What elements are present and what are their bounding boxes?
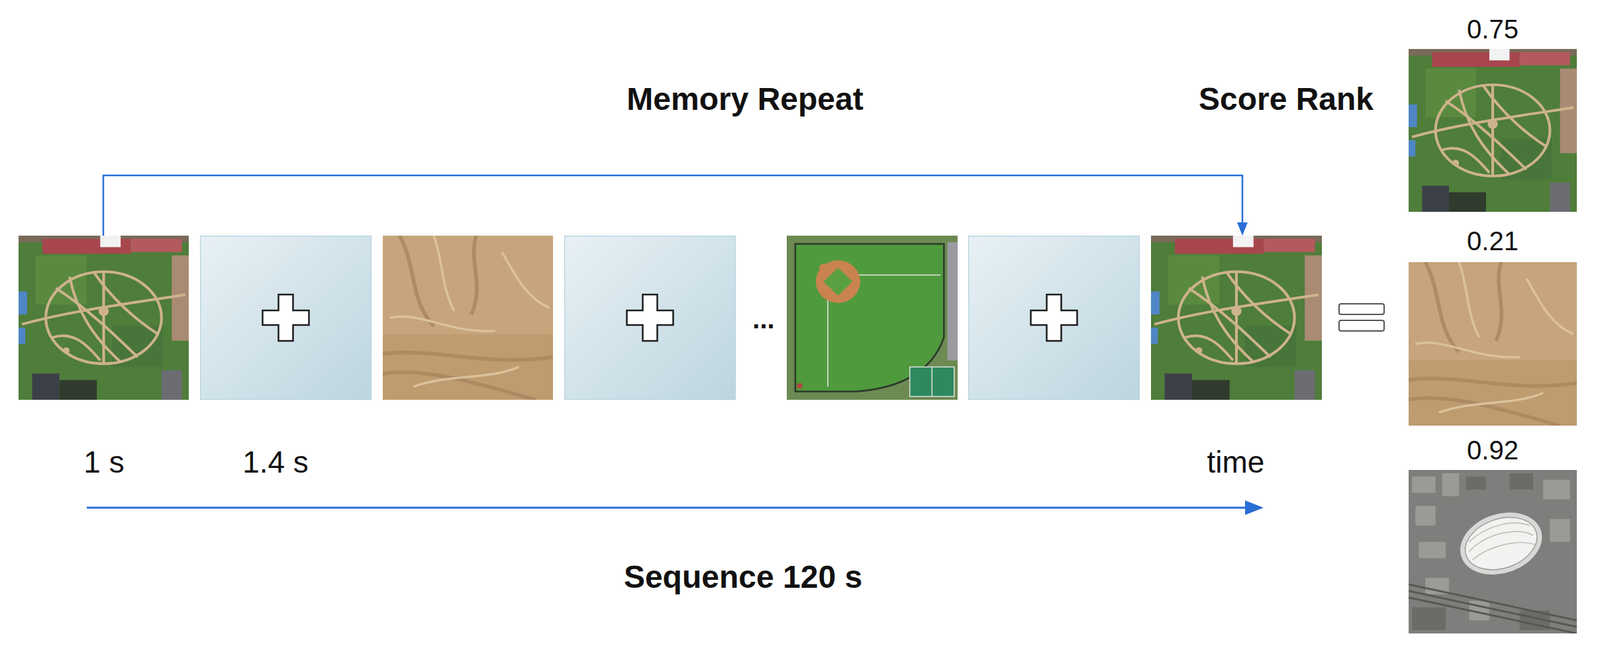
section-title: Memory Repeat: [626, 80, 863, 118]
baseball-image: [786, 235, 958, 400]
axis-line: [86, 507, 1248, 510]
sand-image: [1408, 262, 1577, 426]
section-title: Score Rank: [1198, 80, 1374, 118]
arrow-head: [1237, 222, 1248, 236]
duration-label: 1 s: [83, 445, 124, 481]
time-axis: [86, 500, 1264, 516]
park-image: [1408, 49, 1577, 212]
ellipsis-mark: ...: [752, 303, 775, 335]
equals-bar: [1339, 320, 1385, 332]
score-value: 0.92: [1466, 435, 1519, 466]
trial-sequence: [18, 235, 1322, 400]
repeat-bracket: [103, 175, 1248, 236]
fixation-panel: [564, 236, 736, 400]
fixation-panel: [200, 236, 372, 400]
equals-sign: [1339, 303, 1385, 332]
park-image: [1150, 235, 1322, 400]
park-image: [18, 235, 189, 400]
equals-bar: [1339, 303, 1385, 315]
score-value: 0.75: [1466, 13, 1519, 45]
axis-label: time: [1207, 445, 1265, 481]
axis-title: Sequence 120 s: [623, 558, 863, 596]
arrow-head: [1245, 500, 1264, 516]
score-value: 0.21: [1466, 225, 1519, 257]
sand-image: [382, 235, 553, 400]
bracket-line: [103, 175, 1243, 236]
stadium-image: [1408, 470, 1577, 634]
fixation-panel: [968, 236, 1140, 400]
duration-label: 1.4 s: [242, 445, 309, 481]
score-images: [1408, 49, 1577, 634]
